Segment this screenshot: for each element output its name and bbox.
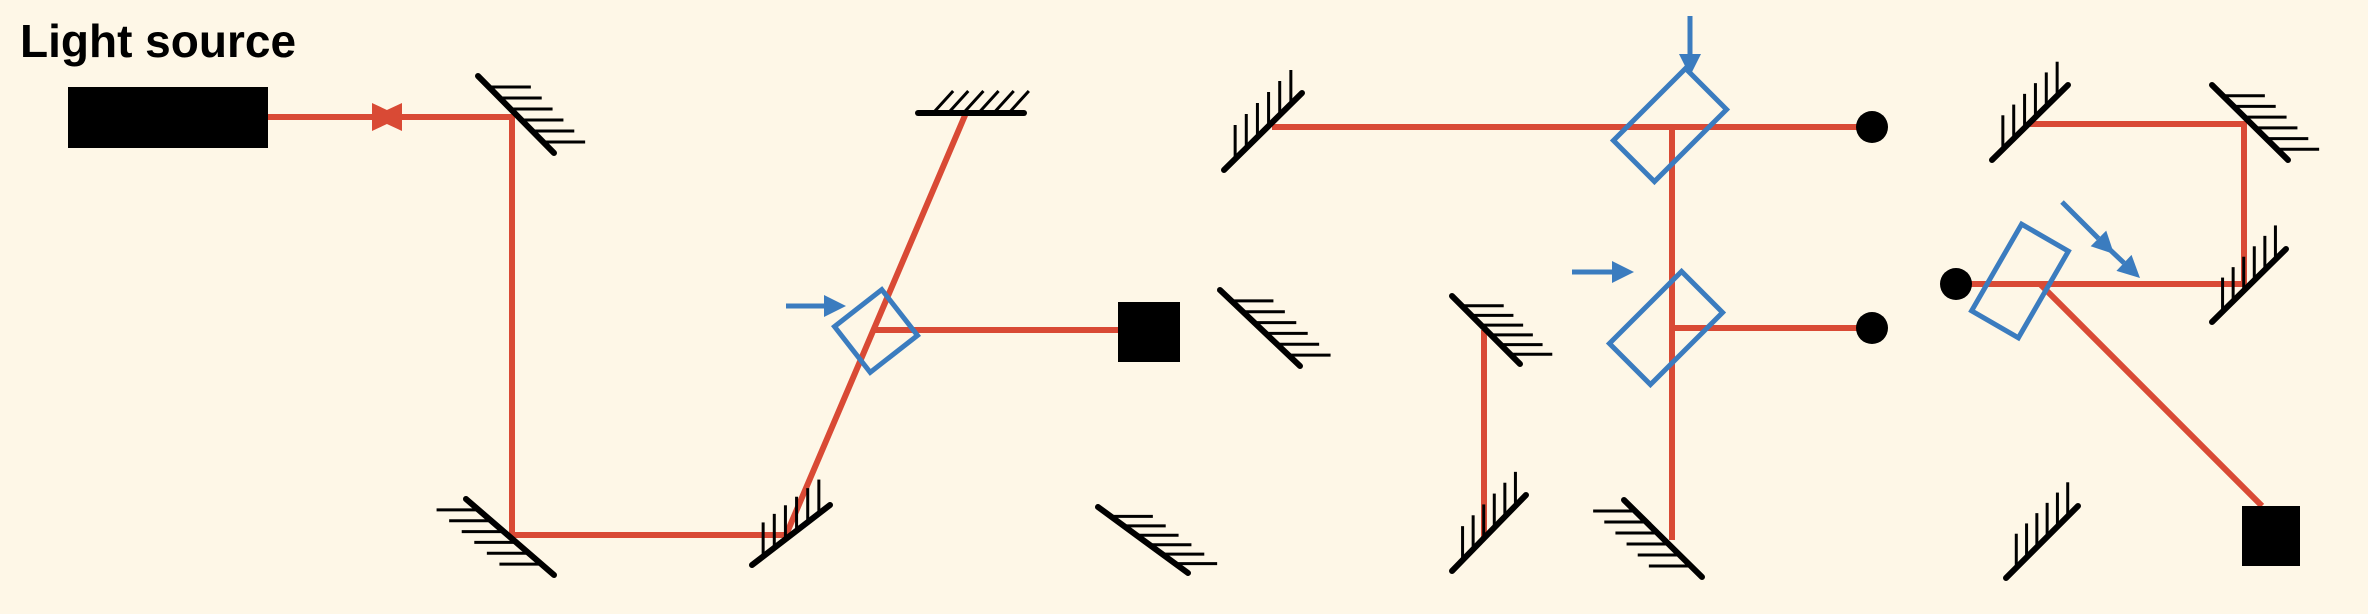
mirror-surface bbox=[1217, 287, 1303, 369]
mirror-surface bbox=[2003, 503, 2081, 581]
beam-splitter bbox=[830, 286, 922, 376]
mirror-surface bbox=[1221, 90, 1305, 173]
arrow-head bbox=[824, 295, 846, 317]
arrow bbox=[786, 295, 846, 317]
mirror-surface bbox=[1989, 82, 2071, 163]
mirror-surface bbox=[1449, 492, 1529, 574]
mirror-hatch bbox=[947, 89, 970, 115]
mirror-surface bbox=[1621, 497, 1705, 580]
mirror bbox=[1449, 471, 1529, 574]
diagram-title: Light source bbox=[20, 15, 297, 67]
mirror bbox=[475, 73, 586, 156]
laser-beam bbox=[1955, 121, 2247, 287]
detector-square bbox=[2242, 506, 2300, 566]
arrow-shaft bbox=[2060, 200, 2101, 241]
mirror-surface bbox=[749, 502, 833, 568]
beam-splitter bbox=[1609, 64, 1731, 186]
mirror bbox=[1221, 70, 1305, 173]
mirror bbox=[1217, 287, 1331, 369]
arrow-head bbox=[1679, 54, 1701, 76]
mirror bbox=[2209, 225, 2289, 325]
mirror-surface bbox=[1449, 293, 1523, 367]
arrow-head bbox=[2116, 254, 2140, 278]
mirrors bbox=[436, 61, 2320, 581]
light-source bbox=[68, 87, 268, 148]
arrow-head bbox=[1612, 261, 1634, 283]
mirror bbox=[436, 496, 557, 578]
mirror-surface bbox=[2209, 246, 2289, 325]
mirror bbox=[915, 89, 1030, 116]
mirror bbox=[2209, 82, 2320, 163]
beam-splitter bbox=[1605, 267, 1727, 389]
detector-dot bbox=[1856, 312, 1888, 344]
mirror bbox=[1989, 61, 2071, 163]
mirror-surface bbox=[475, 73, 557, 156]
laser-beam bbox=[2037, 281, 2265, 509]
mirror bbox=[749, 479, 833, 568]
mirror-surface bbox=[463, 496, 557, 578]
mirror bbox=[2003, 482, 2081, 581]
arrow bbox=[2104, 244, 2140, 278]
beam-splitters bbox=[830, 64, 2072, 389]
beam-splitter bbox=[1968, 220, 2072, 342]
mirror-hatch bbox=[992, 89, 1015, 115]
mirror-hatch bbox=[962, 89, 985, 115]
mirror-hatch bbox=[977, 89, 1000, 115]
mirror bbox=[1593, 497, 1705, 580]
arrow bbox=[1679, 16, 1701, 76]
mirror-surface bbox=[1095, 504, 1191, 576]
mirror bbox=[1095, 504, 1218, 576]
mirror-surface bbox=[2209, 82, 2291, 163]
arrows bbox=[786, 16, 2140, 317]
beam-arrowhead bbox=[372, 103, 402, 131]
arrow-shaft bbox=[2104, 244, 2126, 265]
mirror-hatch bbox=[1007, 89, 1030, 115]
mirror-hatch bbox=[932, 89, 955, 115]
arrow bbox=[1572, 261, 1634, 283]
mirror bbox=[1449, 293, 1553, 367]
detector-dot bbox=[1856, 111, 1888, 143]
detector-dot bbox=[1940, 268, 1972, 300]
detector-square bbox=[1118, 302, 1180, 362]
